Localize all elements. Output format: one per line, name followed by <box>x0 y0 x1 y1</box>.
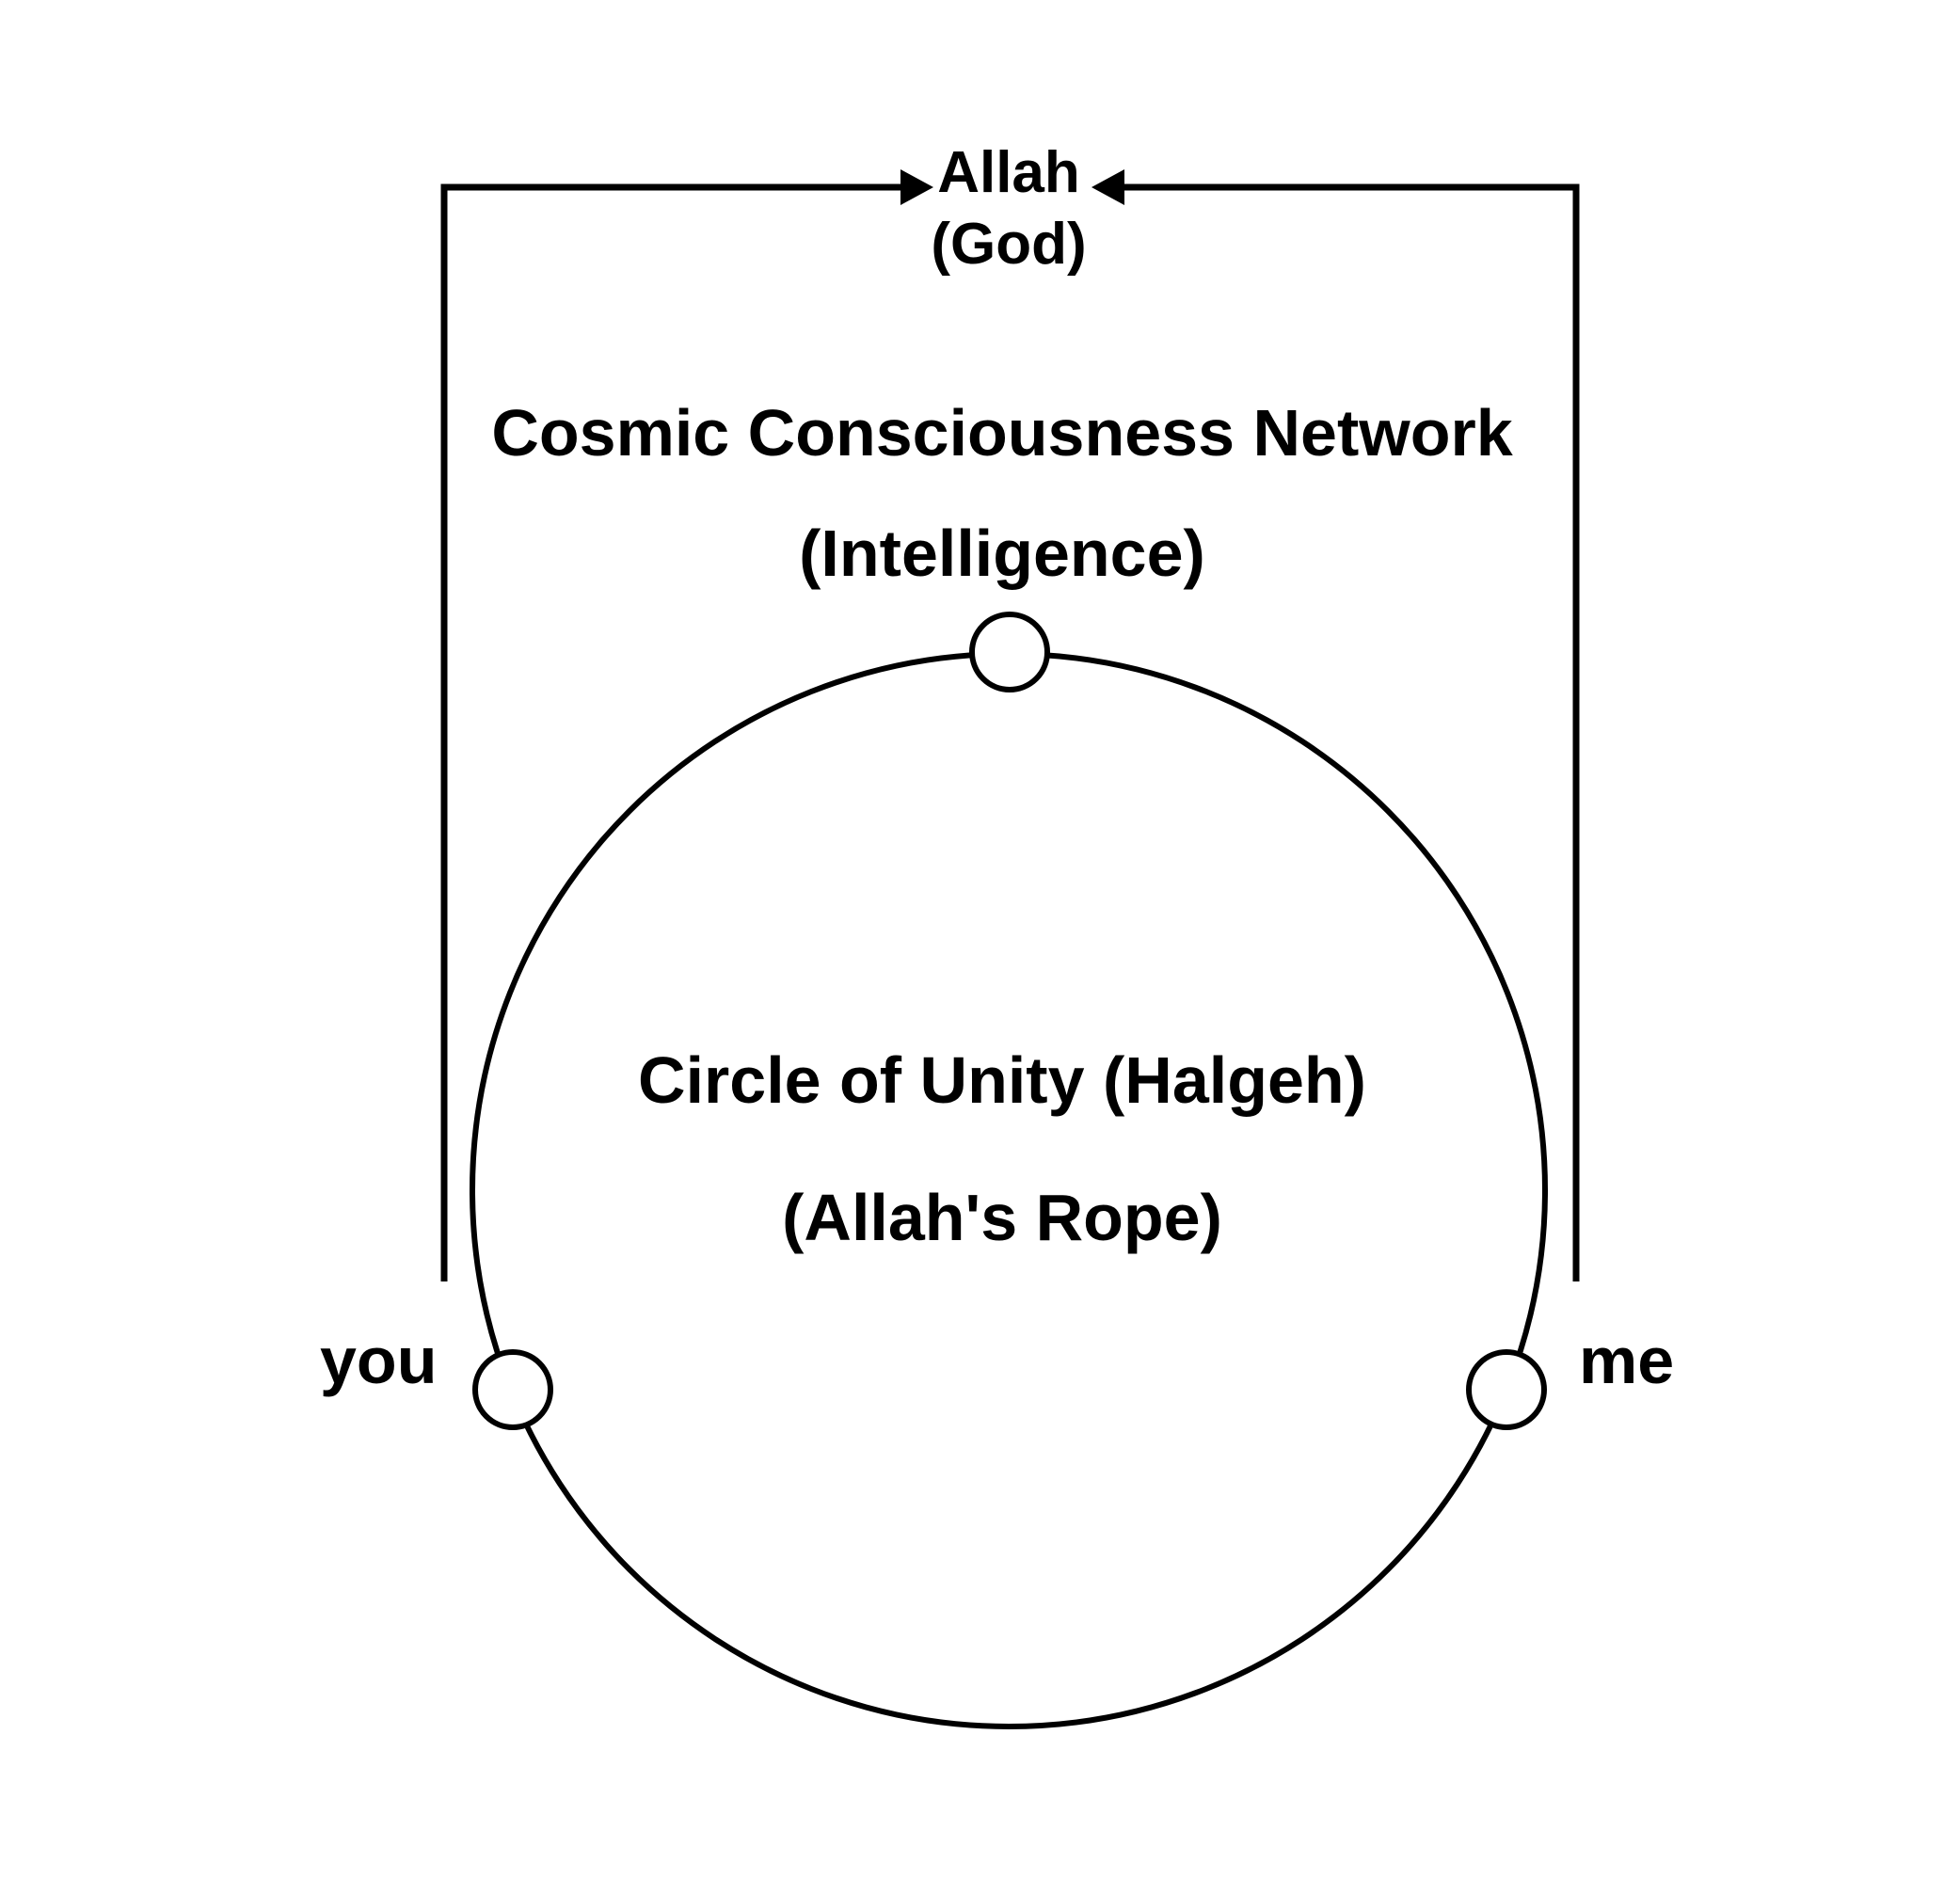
me-label: me <box>1579 1324 1674 1397</box>
me-node <box>1466 1349 1547 1430</box>
god-label: Allah <box>937 140 1080 205</box>
circle-sublabel: (Allah's Rope) <box>782 1181 1222 1254</box>
you-label: you <box>320 1324 437 1397</box>
right-arrowhead <box>1092 169 1124 205</box>
left-arrowhead <box>900 169 933 205</box>
right-connector-line <box>1124 183 1580 1281</box>
top-node <box>969 612 1050 692</box>
circle-label: Circle of Unity (Halgeh) <box>638 1043 1366 1117</box>
network-sublabel: (Intelligence) <box>799 517 1205 590</box>
left-connector-line <box>440 183 900 1281</box>
god-sublabel: (God) <box>931 212 1086 277</box>
network-label: Cosmic Consciousness Network <box>491 396 1512 470</box>
you-node <box>472 1349 553 1430</box>
